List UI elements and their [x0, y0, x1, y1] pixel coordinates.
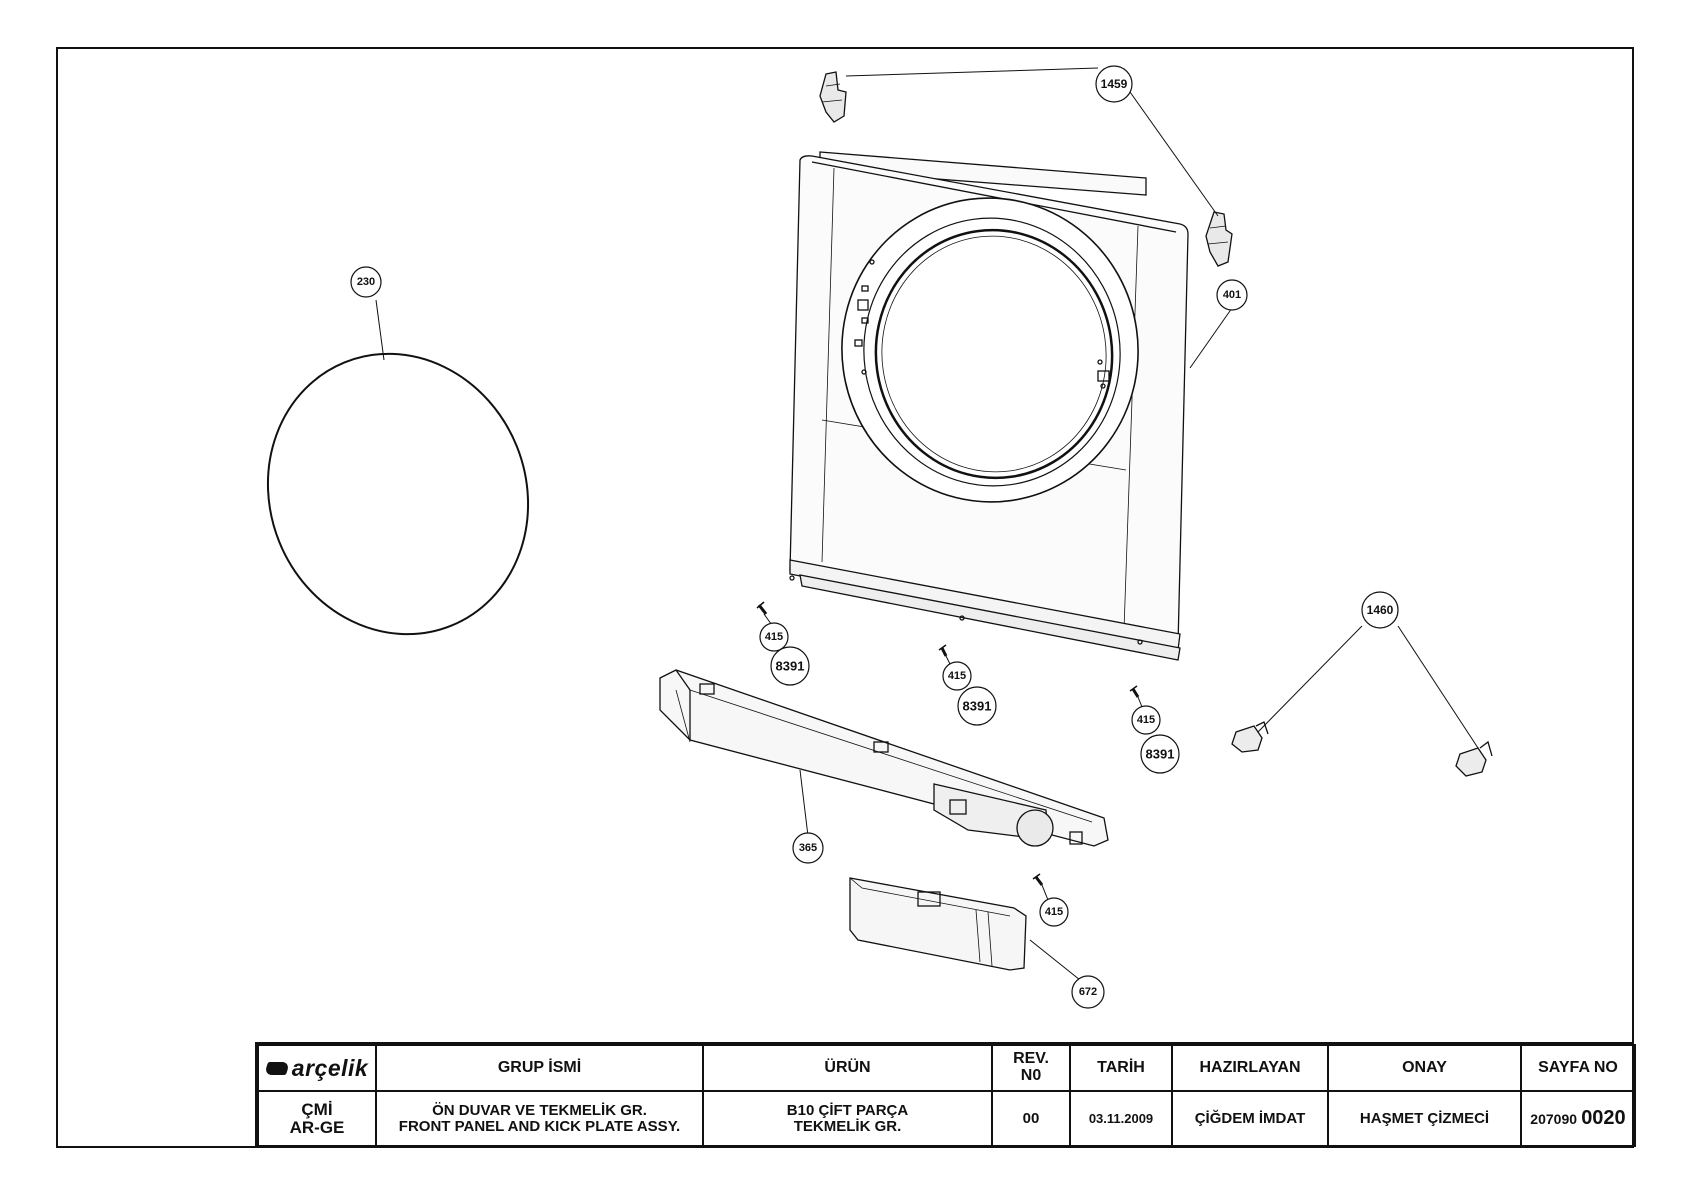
drawing-frame	[56, 47, 1634, 1148]
logo-text: arçelik	[291, 1054, 369, 1081]
callout-circles	[350, 65, 1399, 1009]
callout-circle-8391-a	[770, 646, 810, 686]
callout-415-a: 415	[765, 631, 783, 643]
sayfa-suffix: 0020	[1581, 1107, 1626, 1129]
title-block: arçelik GRUP İSMİ ÜRÜN REV. N0 TARİH HAZ…	[255, 1042, 1636, 1147]
part-415-screw-4	[1032, 873, 1044, 886]
part-401-front-panel	[789, 151, 1189, 661]
callout-415-d: 415	[1045, 906, 1063, 918]
header-onay: ONAY	[1327, 1044, 1522, 1092]
grup-line1: ÖN DUVAR VE TEKMELİK GR.	[432, 1101, 647, 1119]
dept-line2: AR-GE	[289, 1117, 345, 1137]
value-urun: B10 ÇİFT PARÇA TEKMELİK GR.	[702, 1090, 993, 1147]
callout-672: 672	[1079, 986, 1097, 998]
header-urun: ÜRÜN	[702, 1044, 993, 1092]
callout-circle-1459	[1095, 65, 1133, 103]
part-230-gasket	[266, 352, 530, 636]
part-672-cover-plate	[849, 877, 1027, 971]
callout-230: 230	[357, 276, 375, 288]
urun-line1: B10 ÇİFT PARÇA	[786, 1101, 909, 1119]
part-415-screw-1	[756, 601, 768, 615]
callout-circle-8391-c	[1140, 734, 1180, 774]
part-1460-clip-left	[1231, 721, 1269, 753]
header-hazirlayan: HAZIRLAYAN	[1171, 1044, 1329, 1092]
logo-cell: arçelik	[257, 1044, 377, 1092]
callout-circle-415-d	[1039, 897, 1069, 927]
header-rev: REV. N0	[991, 1044, 1071, 1092]
value-onay: HAŞMET ÇİZMECİ	[1327, 1090, 1522, 1147]
callout-8391-a: 8391	[776, 659, 805, 674]
header-rev-line1: REV.	[1013, 1050, 1049, 1068]
arcelik-logo-mark-icon	[263, 1061, 290, 1075]
callout-8391-b: 8391	[963, 699, 992, 714]
callout-circle-415-a	[759, 622, 789, 652]
urun-line2: TEKMELİK GR.	[793, 1117, 902, 1135]
callout-415-c: 415	[1137, 714, 1155, 726]
part-1459-hinge-left	[819, 71, 847, 123]
arcelik-logo: arçelik	[263, 1054, 369, 1081]
part-1459-hinge-right	[1205, 211, 1233, 267]
value-hazirlayan: ÇİĞDEM İMDAT	[1171, 1090, 1329, 1147]
callout-circle-415-c	[1131, 705, 1161, 735]
callout-circle-365	[792, 832, 824, 864]
callout-circle-1460	[1361, 591, 1399, 629]
callout-415-b: 415	[948, 670, 966, 682]
callout-circle-401	[1216, 279, 1248, 311]
part-415-screw-2	[938, 644, 948, 657]
callout-365: 365	[799, 842, 817, 854]
callout-circle-415-b	[942, 661, 972, 691]
sayfa-prefix: 207090	[1530, 1111, 1578, 1127]
header-tarih: TARİH	[1069, 1044, 1173, 1092]
value-sayfa-no: 207090 0020	[1520, 1090, 1636, 1147]
callout-8391-c: 8391	[1146, 747, 1175, 762]
value-tarih: 03.11.2009	[1069, 1090, 1173, 1147]
header-grup-ismi: GRUP İSMİ	[375, 1044, 704, 1092]
header-rev-line2: N0	[1020, 1067, 1042, 1084]
value-dept: ÇMİ AR-GE	[257, 1090, 377, 1147]
part-365-kick-plate	[659, 669, 1109, 847]
dept-line1: ÇMİ	[301, 1099, 333, 1119]
grup-line2: FRONT PANEL AND KICK PLATE ASSY.	[398, 1117, 681, 1135]
callout-circle-230	[350, 266, 382, 298]
leader-lines	[375, 67, 1479, 981]
header-sayfa-no: SAYFA NO	[1520, 1044, 1636, 1092]
value-rev: 00	[991, 1090, 1071, 1147]
callout-1460: 1460	[1367, 603, 1394, 617]
part-1460-clip-right	[1455, 740, 1493, 777]
value-grup-ismi: ÖN DUVAR VE TEKMELİK GR. FRONT PANEL AND…	[375, 1090, 704, 1147]
part-415-screw-3	[1129, 685, 1140, 698]
callout-401: 401	[1223, 289, 1241, 301]
title-block-table: arçelik GRUP İSMİ ÜRÜN REV. N0 TARİH HAZ…	[257, 1044, 1636, 1147]
callout-circle-672	[1071, 975, 1105, 1009]
callout-1459: 1459	[1101, 77, 1128, 91]
callout-circle-8391-b	[957, 686, 997, 726]
